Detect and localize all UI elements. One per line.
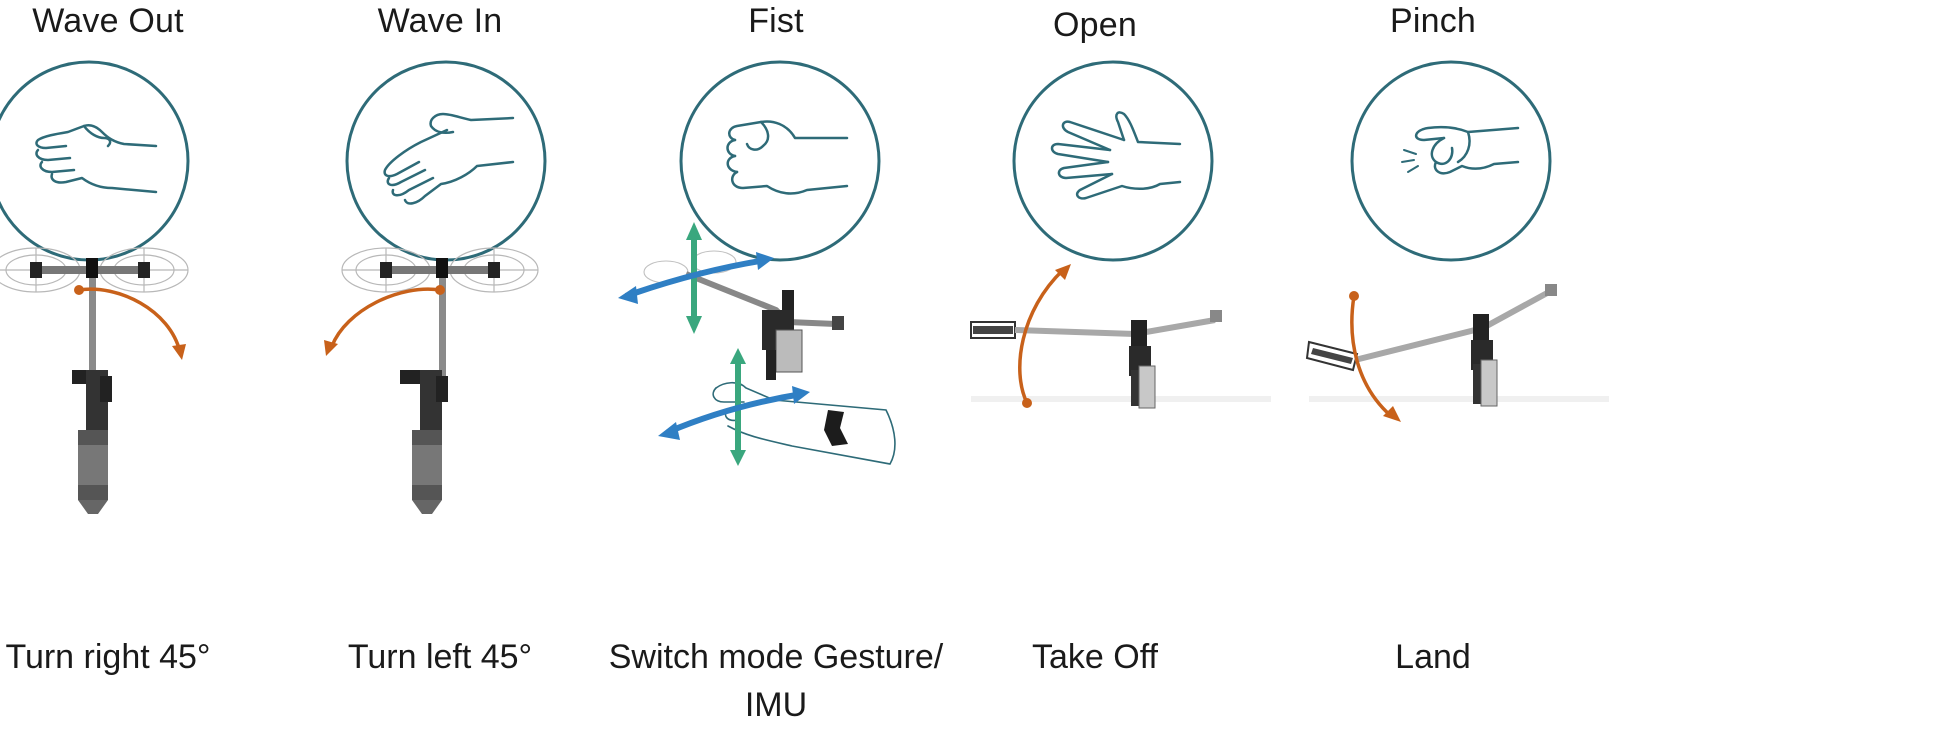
- gesture-title: Fist: [748, 2, 804, 40]
- open-hand-icon: [1010, 58, 1216, 264]
- gesture-column-wave-in: Wave In: [270, 0, 610, 719]
- gesture-column-wave-out: Wave Out: [0, 0, 278, 719]
- drone-top-view-illustration: [270, 247, 610, 600]
- action-label: Turn right 45°: [5, 638, 211, 676]
- gesture-title: Wave Out: [32, 2, 184, 40]
- fist-hand-icon: [677, 58, 883, 264]
- wave-in-hand-icon: [343, 58, 549, 264]
- action-label: Take Off: [1032, 638, 1158, 676]
- drone-landing-side-view-illustration: [1263, 270, 1609, 600]
- gesture-column-open: Open Take Off: [925, 0, 1271, 719]
- action-label: Turn left 45°: [347, 638, 533, 676]
- drone-side-view-illustration: [925, 264, 1271, 600]
- gesture-title: Wave In: [377, 2, 503, 40]
- gesture-title: Pinch: [1389, 2, 1477, 40]
- action-label-line1: Switch mode Gesture/: [608, 638, 944, 676]
- drone-3d-view-with-arm-illustration: [606, 222, 946, 600]
- action-label: Land: [1395, 638, 1471, 676]
- wave-out-hand-icon: [0, 58, 192, 264]
- gesture-column-fist: Fist: [606, 0, 946, 724]
- drone-top-view-illustration: [0, 247, 278, 600]
- pinch-hand-icon: [1348, 58, 1554, 264]
- gesture-title: Open: [1053, 6, 1137, 44]
- gesture-column-pinch: Pinch: [1263, 0, 1609, 719]
- action-label-line2: IMU: [744, 686, 808, 724]
